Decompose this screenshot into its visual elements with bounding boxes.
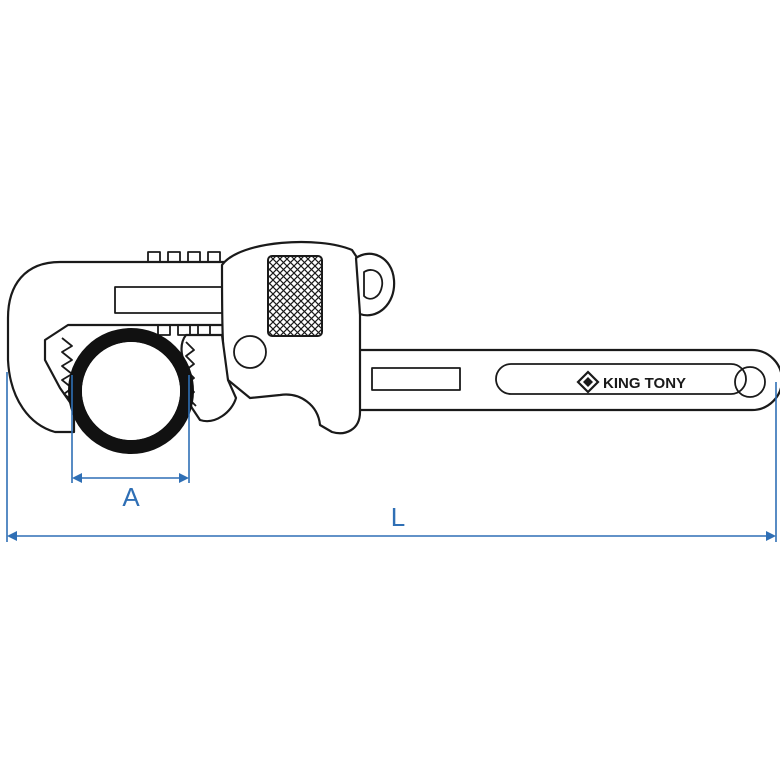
housing-pivot-pin <box>233 335 267 369</box>
pipe-ring-icon <box>68 328 194 454</box>
shank-teeth-top <box>147 251 221 263</box>
dimension-a <box>71 375 190 483</box>
spring-clip-hole <box>363 269 384 300</box>
handle-hang-hole <box>734 366 766 398</box>
dimension-l <box>6 372 777 542</box>
dimension-a-label: A <box>122 482 140 512</box>
dimension-l-label: L <box>391 502 405 532</box>
shank-teeth-bottom <box>157 324 211 336</box>
spring-clip <box>354 252 396 317</box>
handle-grip-slot <box>495 363 747 395</box>
king-tony-logo-icon <box>576 370 600 394</box>
brand-text: KING TONY <box>603 375 686 392</box>
knurled-adjust-nut <box>267 255 323 337</box>
pipe-wrench-icon <box>6 240 780 435</box>
wrench-handle <box>328 348 780 412</box>
handle-channel <box>371 367 461 391</box>
